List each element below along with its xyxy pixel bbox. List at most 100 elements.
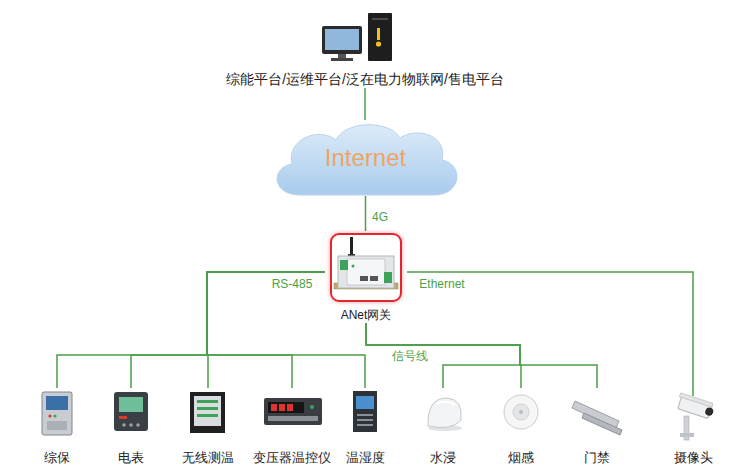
camera-mount (680, 433, 694, 437)
smoke-detector-node: 烟感 (493, 388, 549, 466)
meter-body (114, 392, 148, 431)
cloud-label: Internet (325, 144, 406, 172)
ethernet-port (370, 276, 378, 281)
controller-strip (268, 416, 318, 421)
controller-node: 变压器温控仪 (249, 388, 335, 466)
computer-icon (322, 13, 392, 61)
antenna (350, 237, 353, 256)
ethernet-port (360, 276, 368, 281)
connector-line (57, 272, 325, 388)
monitor-base (331, 58, 353, 61)
humidity-body (353, 391, 377, 432)
humidity-display (356, 396, 374, 409)
humidity-controller-icon (353, 391, 377, 432)
humidity-line (357, 419, 373, 421)
connector-line (365, 196, 367, 231)
connector-line (131, 272, 325, 388)
controller-icon (264, 398, 322, 425)
gateway-body (338, 256, 394, 288)
edge-label: 4G (372, 210, 388, 224)
gateway-node: ANet网关 (325, 231, 407, 323)
status-led (352, 265, 355, 268)
gateway-front (347, 259, 385, 285)
node-label: 综能平台/运维平台/泛在电力物联网/售电平台 (226, 70, 504, 88)
node-label: 温湿度 (346, 450, 385, 466)
relay-keys (47, 421, 67, 430)
meter-key (122, 423, 126, 427)
water-sensor-icon (428, 398, 462, 431)
connector-line (407, 272, 693, 396)
controller-led (310, 405, 314, 409)
meter-icon (114, 392, 148, 431)
camera-node: 摄像头 (663, 396, 723, 466)
controller-display (268, 402, 304, 413)
connector-line (207, 272, 365, 388)
smoke-detector-icon (504, 395, 538, 429)
connector-line (366, 323, 520, 388)
meter-key (136, 423, 140, 427)
connector-line (366, 323, 521, 388)
cloud-node: Internet (268, 120, 463, 196)
digit (287, 404, 293, 411)
controller-body (264, 398, 322, 425)
node-label: 烟感 (508, 450, 534, 466)
connector-line (207, 272, 325, 388)
door-sensor-node: 门禁 (569, 388, 625, 466)
detector-dot (519, 410, 523, 414)
relay-led (48, 414, 51, 417)
temperature-monitor-icon (190, 392, 225, 433)
connector-line (207, 272, 325, 388)
node-label: 水浸 (430, 450, 456, 466)
meter-key (129, 423, 133, 427)
camera-lens (704, 407, 714, 417)
display-line (197, 400, 218, 403)
display-line (197, 414, 218, 417)
monitor-display (194, 396, 221, 426)
relay-body (42, 392, 72, 435)
digit (279, 404, 285, 411)
temperature-node: 无线测温 (172, 388, 244, 466)
node-label: 门禁 (584, 450, 610, 466)
edge-label: RS-485 (272, 277, 313, 291)
gateway-icon (334, 237, 398, 289)
gateway-highlight-frame (330, 233, 402, 302)
detector-body (504, 395, 538, 429)
monitor-screen (325, 29, 359, 50)
node-label: 无线测温 (182, 450, 234, 466)
edge-label: Ethernet (419, 277, 464, 291)
cloud-outline (277, 125, 457, 195)
node-label: 变压器温控仪 (253, 450, 331, 466)
humidity-node: 温湿度 (337, 388, 393, 466)
water-sensor-node: 水浸 (415, 388, 471, 466)
camera-body-group (676, 393, 716, 420)
meter-badge (119, 416, 127, 419)
camera-hood (679, 393, 713, 407)
node-label: 电表 (118, 450, 144, 466)
relay-screen (46, 396, 68, 410)
tower-button (376, 41, 381, 46)
terminal-block (340, 260, 348, 270)
terminal-block (384, 272, 392, 283)
detector-center (513, 404, 529, 420)
sensor-dome (428, 398, 461, 428)
monitor-body (190, 392, 225, 433)
node-label: ANet网关 (341, 307, 392, 323)
digit (271, 404, 277, 411)
edge-label: 信号线 (392, 349, 428, 363)
node-label: 摄像头 (674, 450, 713, 466)
meter-screen (119, 397, 143, 412)
magnet-bar (582, 413, 622, 435)
relay-icon (42, 392, 72, 435)
camera-icon (676, 393, 716, 440)
tower-slot (372, 18, 388, 20)
connector-line (364, 88, 366, 120)
pc-tower (368, 13, 392, 61)
relay-node: 综保 (27, 388, 87, 466)
monitor-neck (338, 54, 346, 58)
humidity-line (357, 414, 373, 416)
meter-node: 电表 (101, 388, 161, 466)
node-label: 综保 (44, 450, 70, 466)
